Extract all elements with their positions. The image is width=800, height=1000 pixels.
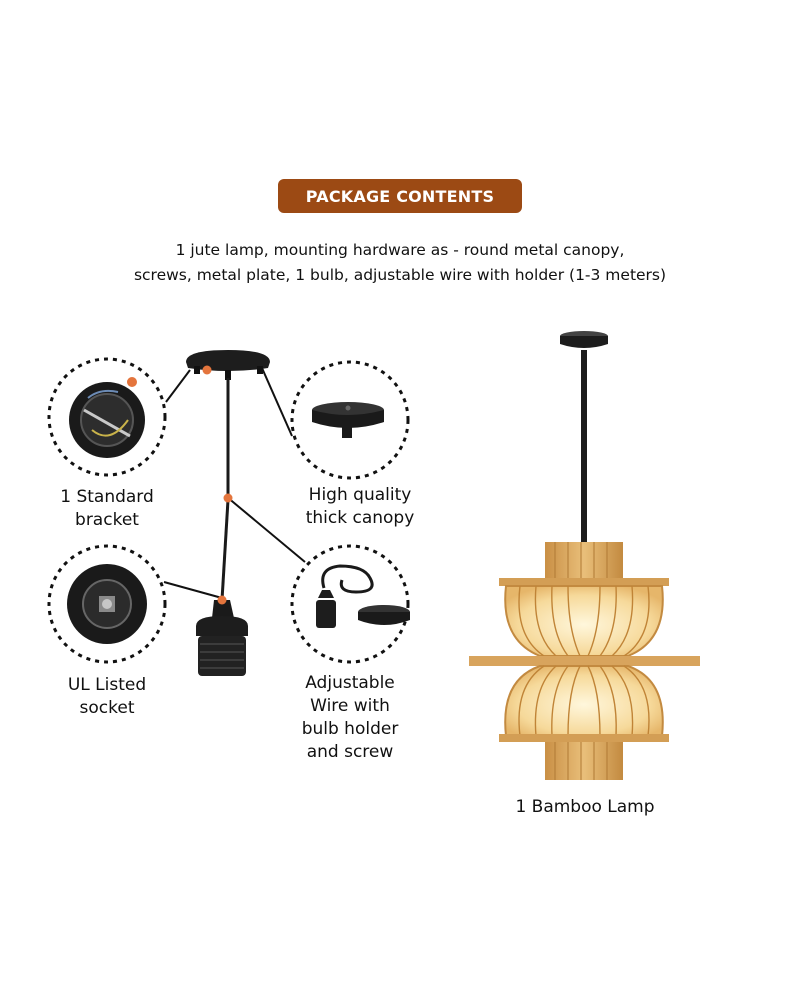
canopy-detail-circle bbox=[290, 360, 410, 480]
wire-label-line-2: Wire with bbox=[310, 696, 390, 716]
bracket-label-line-1: 1 Standard bbox=[60, 487, 154, 507]
bamboo-lamp-label-text: 1 Bamboo Lamp bbox=[515, 797, 655, 817]
connection-markers bbox=[202, 365, 233, 605]
socket-detail-circle bbox=[47, 544, 167, 664]
description-line-2: screws, metal plate, 1 bulb, adjustable … bbox=[133, 266, 667, 284]
canopy-label-line-1: High quality bbox=[308, 485, 412, 505]
bracket-label-line-2: bracket bbox=[75, 510, 139, 530]
wire-label-line-1: Adjustable bbox=[305, 673, 395, 693]
wire-label-line-4: and screw bbox=[306, 742, 394, 762]
canopy-label: High quality thick canopy bbox=[285, 484, 435, 530]
package-contents-badge: PACKAGE CONTENTS bbox=[278, 179, 522, 213]
wire-detail-circle bbox=[290, 544, 410, 664]
connector-lines bbox=[163, 367, 306, 599]
bracket-label: 1 Standard bracket bbox=[37, 486, 177, 532]
description-line-1: 1 jute lamp, mounting hardware as - roun… bbox=[175, 241, 625, 259]
canopy-label-line-2: thick canopy bbox=[305, 508, 415, 528]
wire-label: Adjustable Wire with bulb holder and scr… bbox=[280, 672, 420, 764]
bamboo-lamp-label: 1 Bamboo Lamp bbox=[480, 796, 690, 819]
bamboo-lamp-image bbox=[469, 331, 700, 780]
socket-label-line-2: socket bbox=[79, 698, 135, 718]
package-description: 1 jute lamp, mounting hardware as - roun… bbox=[0, 238, 800, 288]
bracket-detail-circle bbox=[47, 357, 167, 477]
wire-label-line-3: bulb holder bbox=[301, 719, 399, 739]
badge-title: PACKAGE CONTENTS bbox=[305, 186, 495, 206]
socket-label: UL Listed socket bbox=[37, 674, 177, 720]
socket-label-line-1: UL Listed bbox=[67, 675, 147, 695]
hardware-assembly bbox=[186, 350, 270, 676]
